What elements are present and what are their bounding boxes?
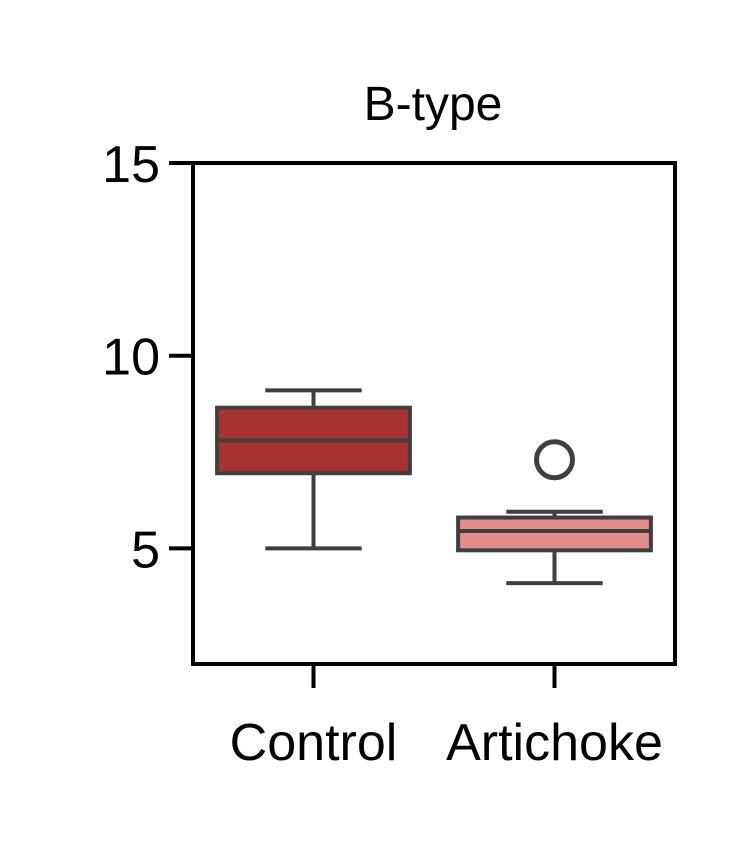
outlier-point [534,439,575,481]
y-tick-label: 5 [131,521,160,579]
x-tick-label: Control [230,714,398,772]
x-tick-label: Artichoke [446,714,663,772]
chart-title: B-type [364,78,503,131]
y-tick-label: 10 [102,329,160,387]
plot-frame [191,161,677,666]
y-tick-label: 15 [102,136,160,194]
box-iqr [456,515,653,553]
